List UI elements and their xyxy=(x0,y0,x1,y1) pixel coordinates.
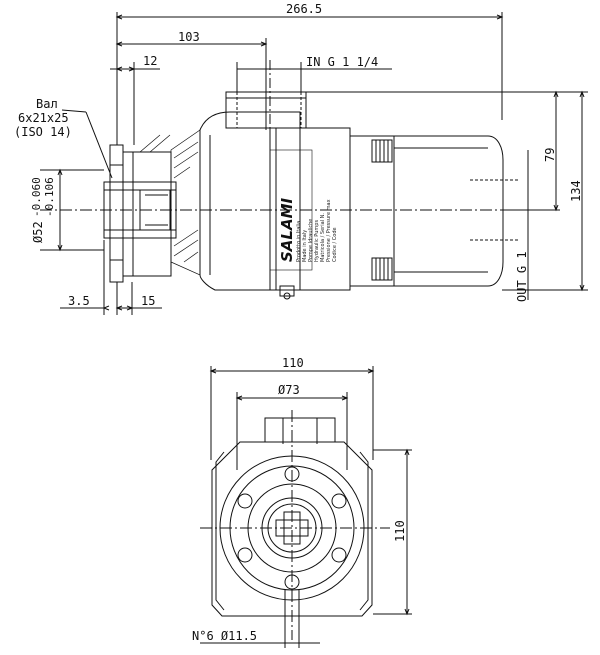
dim-79: 79 xyxy=(543,148,557,162)
dim-134: 134 xyxy=(569,180,583,202)
housing-outline xyxy=(211,441,373,617)
front-view xyxy=(200,366,412,648)
pilot-diameter: Ø52 xyxy=(31,221,45,243)
bolt-bottom xyxy=(371,257,393,281)
side-view xyxy=(40,12,588,315)
tolerance-lower: -0.106 xyxy=(43,177,56,217)
bolt-top xyxy=(371,139,393,163)
rear-body xyxy=(299,127,351,291)
nameplate-line: Pressione / Pressure max xyxy=(326,199,332,262)
dim-266: 266.5 xyxy=(286,2,322,16)
mounting-hole xyxy=(284,466,300,482)
mounting-hole xyxy=(331,493,347,509)
tolerance-upper: -0.060 xyxy=(30,177,43,217)
nameplate: SALAMI Prodotto in Italia Made in Italy … xyxy=(269,149,338,271)
nameplate-line: Codice / Code xyxy=(332,227,338,262)
inlet-label: IN G 1 1/4 xyxy=(306,55,378,69)
mounting-hole xyxy=(284,574,300,590)
outlet-label: OUT G 1 xyxy=(515,251,529,302)
dim-bolt-circle: Ø73 xyxy=(278,383,300,397)
nameplate-line: Hydraulic Pumps xyxy=(314,220,320,262)
nameplate-line: Matricola / Serial N. xyxy=(320,213,326,262)
hole-count: N°6 Ø11.5 xyxy=(192,629,257,643)
dim-width-110: 110 xyxy=(282,356,304,370)
nameplate-line: Made in Italy xyxy=(302,230,308,262)
dim-12: 12 xyxy=(143,54,157,68)
shaft-standard: (ISO 14) xyxy=(14,125,72,139)
mounting-flange xyxy=(109,144,124,283)
dim-height-110: 110 xyxy=(393,520,407,542)
dim-3-5: 3.5 xyxy=(68,294,90,308)
nameplate-line: Prodotto in Italia xyxy=(296,221,302,262)
shaft-spec: 6x21x25 xyxy=(18,111,69,125)
shaft-label: Вал xyxy=(36,97,58,111)
side-view-labels: 266.5 103 12 IN G 1 1/4 Вал 6x21x25 (ISO… xyxy=(14,2,583,308)
dim-103: 103 xyxy=(178,30,200,44)
nameplate-brand: SALAMI xyxy=(278,197,296,262)
mounting-hole xyxy=(331,547,347,563)
mounting-hole xyxy=(237,547,253,563)
mounting-hole xyxy=(237,493,253,509)
rear-cover xyxy=(393,135,504,287)
front-view-labels: 110 Ø73 110 N°6 Ø11.5 xyxy=(192,356,407,643)
dim-15: 15 xyxy=(141,294,155,308)
nameplate-line: Pompe Idrauliche xyxy=(308,219,314,262)
